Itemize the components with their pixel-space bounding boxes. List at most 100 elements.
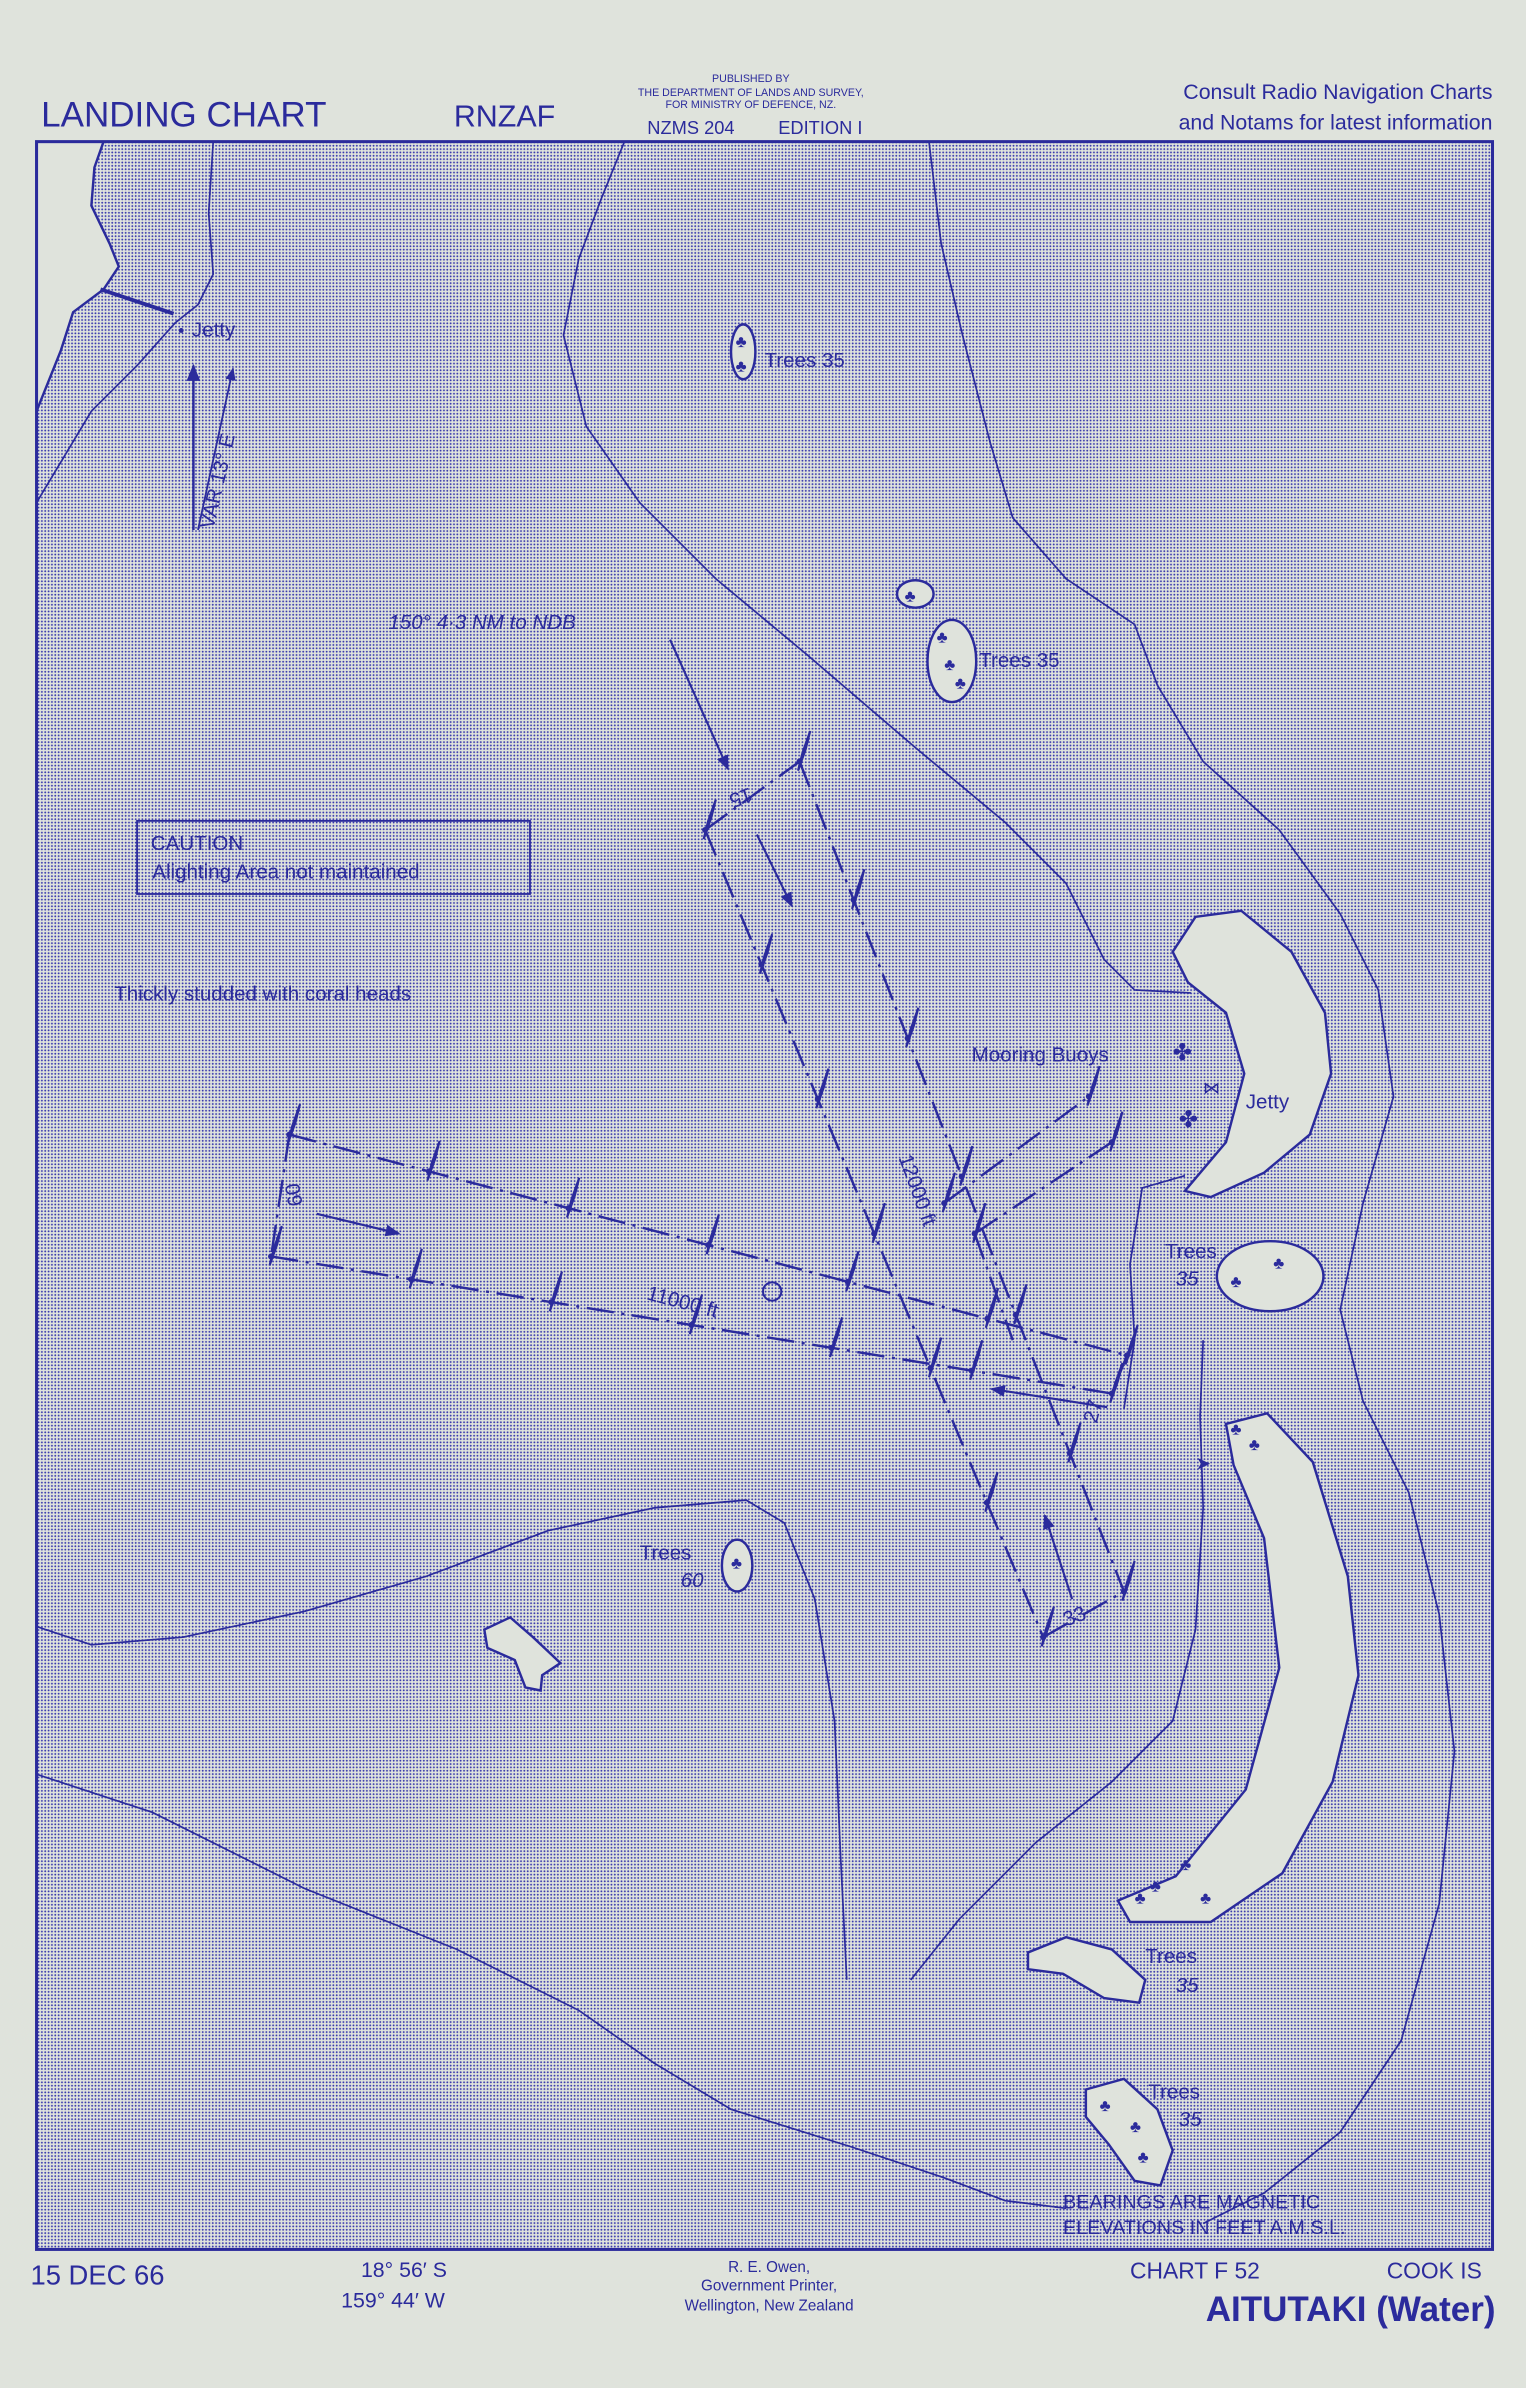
caution-box [136, 819, 531, 895]
tree-label: Trees 35 [979, 649, 1059, 672]
runway-marker-dot [850, 896, 857, 903]
tree-label: Trees [640, 1542, 692, 1565]
edition-label: EDITION I [778, 117, 862, 138]
svg-text:♣: ♣ [1231, 1272, 1242, 1291]
runway-marker-dot [1012, 1311, 1019, 1318]
tree-label: Trees [1148, 2081, 1200, 2104]
runway-marker-buoy [426, 1140, 441, 1181]
runway-marker-dot [565, 1205, 572, 1212]
runway-marker-buoy [1067, 1422, 1082, 1463]
svg-text:♣: ♣ [1180, 1855, 1191, 1874]
jetty-label: Jetty [192, 319, 236, 342]
caution-title: CAUTION [151, 832, 243, 855]
runway-marker-dot [548, 1299, 555, 1306]
runway-extra [943, 1095, 1113, 1341]
runway-marker-dot [286, 1131, 293, 1138]
notice-line: and Notams for latest information [1179, 110, 1493, 134]
tree-label: Trees 35 [765, 349, 845, 372]
runway-marker-dot [984, 1315, 991, 1322]
runway-09-label: 09 [280, 1182, 307, 1209]
tree-label: Trees [1165, 1240, 1217, 1263]
tree-elev: 35 [1179, 2108, 1202, 2131]
svg-text:♣: ♣ [736, 332, 747, 351]
landing-direction-arrow [1043, 1513, 1074, 1600]
place-name: AITUTAKI (Water) [1206, 2290, 1496, 2329]
printer-line: Government Printer, [701, 2278, 837, 2295]
mooring-label: Mooring Buoys [972, 1044, 1109, 1067]
mainland-nw [36, 141, 121, 412]
runway-marker-buoy [286, 1103, 302, 1145]
island-jetty [1171, 909, 1333, 1199]
landing-direction-arrow [316, 1212, 401, 1237]
runway-marker-dot [688, 1321, 695, 1329]
svg-text:♣: ♣ [1200, 1889, 1211, 1908]
svg-text:♣: ♣ [1100, 2096, 1111, 2115]
buoy-symbols: ✤ ✤ ⋈ ➤ [1173, 1039, 1220, 1474]
runway-marker-dot [968, 1367, 975, 1374]
runway-marker-dot [927, 1365, 934, 1372]
map-note: BEARINGS ARE MAGNETIC [1063, 2191, 1320, 2213]
north-arrows [178, 328, 236, 531]
island-trees-east [1215, 1239, 1325, 1313]
runway-marker-buoy [984, 1471, 999, 1513]
mooring-buoy-icon: ✤ [1173, 1039, 1192, 1065]
island-large-east [1116, 1411, 1360, 1924]
publisher-line: THE DEPARTMENT OF LANDS AND SURVEY, [638, 87, 864, 99]
runway-marker-dot [828, 1344, 835, 1351]
printer-line: R. E. Owen, [728, 2259, 810, 2276]
runway-marker-dot [268, 1253, 275, 1260]
ndb-label: 150° 4·3 NM to NDB [388, 611, 576, 634]
coral-note: Thickly studded with coral heads [114, 983, 411, 1006]
tree-label: Trees [1145, 1945, 1197, 1968]
island-trees-mid [926, 618, 978, 704]
footer: 15 DEC 66 18° 56′ S 159° 44′ W R. E. Owe… [30, 2257, 1495, 2329]
svg-text:♣: ♣ [1231, 1420, 1242, 1439]
runway-marker-dot [1066, 1450, 1073, 1457]
svg-text:♣: ♣ [736, 357, 747, 376]
runway-marker-dot [1085, 1093, 1092, 1100]
runway-marker-dot [941, 1200, 948, 1207]
runway-marker-dot [408, 1276, 415, 1283]
latitude: 18° 56′ S [361, 2258, 447, 2282]
svg-text:♣: ♣ [1150, 1877, 1161, 1896]
runway-marker-dot [1108, 1390, 1115, 1397]
runway-marker-dot [958, 1173, 965, 1180]
svg-text:♣: ♣ [944, 655, 955, 674]
ndb-arrow [669, 639, 729, 771]
runway-marker-dot [871, 1230, 878, 1237]
runways [268, 639, 1139, 1647]
island-trees-west [720, 1538, 754, 1593]
runway-marker-dot [425, 1168, 433, 1175]
lagoon-water [36, 141, 1493, 2250]
landing-direction-arrow [989, 1385, 1108, 1409]
jetty-icon: ⋈ [1203, 1078, 1220, 1097]
svg-text:♣: ♣ [731, 1554, 742, 1573]
runway-marker-buoy [815, 1068, 830, 1109]
region-label: COOK IS [1387, 2257, 1482, 2283]
svg-text:♣: ♣ [1249, 1435, 1260, 1454]
svg-text:♣: ♣ [955, 673, 966, 692]
runway-marker-dot [796, 758, 803, 765]
runway-marker-buoy [905, 1007, 920, 1048]
runway-marker-dot [1120, 1588, 1127, 1595]
svg-text:♣: ♣ [1138, 2148, 1149, 2167]
island-trees-south [1026, 1935, 1147, 2005]
map-frame [35, 140, 1495, 2251]
runway-marker-dot [1040, 1634, 1047, 1641]
svg-text:♣: ♣ [937, 628, 948, 647]
runway-marker-dot [844, 1278, 851, 1285]
chart-date: 15 DEC 66 [30, 2259, 164, 2290]
runway-marker-dot [983, 1499, 990, 1506]
runway-27-label: 27 [1079, 1397, 1107, 1425]
publisher-line: FOR MINISTRY OF DEFENCE, NZ. [665, 99, 836, 111]
runway-marker-dot [1108, 1139, 1115, 1146]
map-note: ELEVATIONS IN FEET A.M.S.L. [1063, 2217, 1346, 2239]
notice-line: Consult Radio Navigation Charts [1183, 80, 1492, 104]
runway-marker-buoy [688, 1294, 704, 1335]
runway-marker-buoy [845, 1251, 860, 1292]
island-trees-southmost [1084, 2077, 1174, 2187]
runway-marker-dot [702, 826, 709, 834]
islet-west [482, 1615, 563, 1692]
jetty-nw-structure [99, 287, 175, 316]
